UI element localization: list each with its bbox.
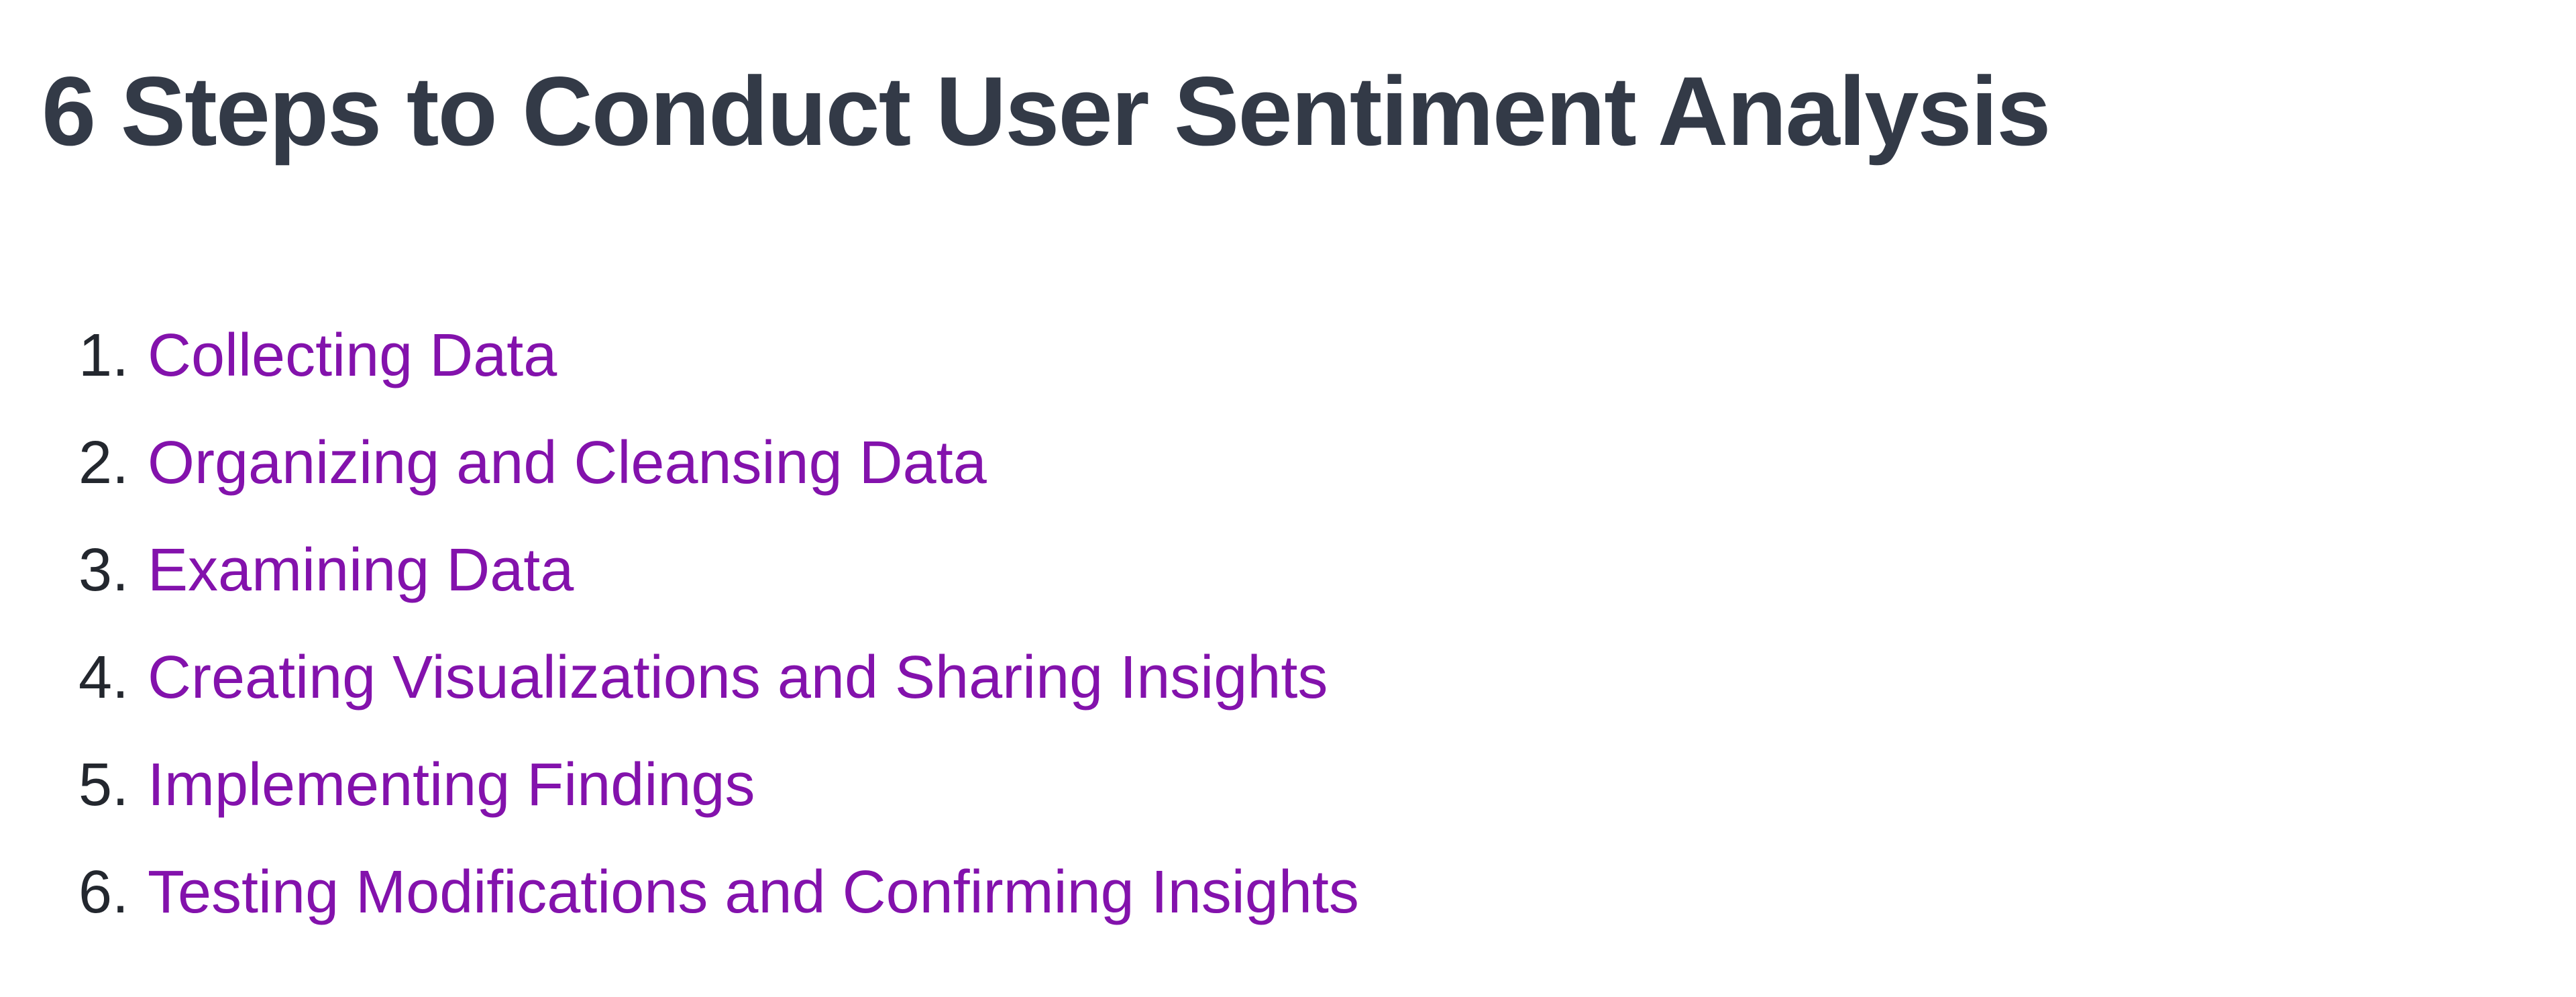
toc-item: 2. Organizing and Cleansing Data xyxy=(42,429,2576,496)
toc-link-collecting-data[interactable]: Collecting Data xyxy=(148,321,557,389)
toc-item: 3. Examining Data xyxy=(42,537,2576,604)
table-of-contents: 1. Collecting Data 2. Organizing and Cle… xyxy=(42,321,2576,926)
toc-item: 4. Creating Visualizations and Sharing I… xyxy=(42,643,2576,711)
toc-item-number: 2. xyxy=(78,429,129,496)
toc-item-number: 5. xyxy=(78,751,129,819)
toc-item-number: 3. xyxy=(78,536,129,604)
toc-link-implementing-findings[interactable]: Implementing Findings xyxy=(148,751,755,819)
toc-item-number: 4. xyxy=(78,643,129,711)
toc-item: 6. Testing Modifications and Confirming … xyxy=(42,859,2576,926)
toc-item: 1. Collecting Data xyxy=(42,321,2576,389)
toc-link-creating-visualizations[interactable]: Creating Visualizations and Sharing Insi… xyxy=(148,643,1328,711)
toc-link-organizing-and-cleansing-data[interactable]: Organizing and Cleansing Data xyxy=(148,429,987,496)
toc-link-testing-modifications[interactable]: Testing Modifications and Confirming Ins… xyxy=(148,858,1359,926)
toc-item-number: 6. xyxy=(78,858,129,926)
toc-item: 5. Implementing Findings xyxy=(42,751,2576,819)
page-title: 6 Steps to Conduct User Sentiment Analys… xyxy=(42,56,2051,166)
toc-link-examining-data[interactable]: Examining Data xyxy=(148,536,574,604)
toc-item-number: 1. xyxy=(78,321,129,389)
